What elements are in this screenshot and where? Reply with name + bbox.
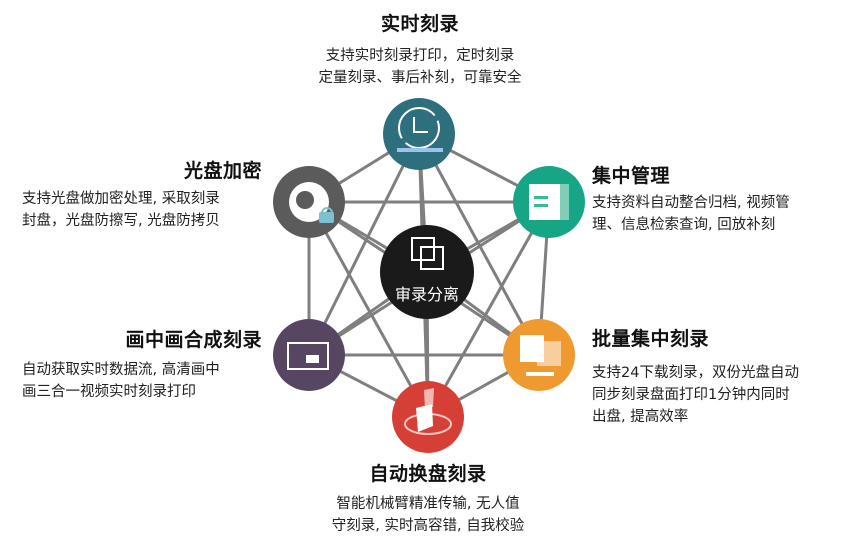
title-batch-burn: 批量集中刻录 [592,328,710,350]
desc-pip-burn-line-1: 自动获取实时数据流, 高清画中 [22,362,220,378]
center-node-circle [380,225,474,319]
desc-realtime-line-1: 支持实时刻录打印，定时刻录 [325,48,515,64]
desc-central-manage-line-1: 支持资料自动整合归档, 视频管 [592,195,790,211]
desc-batch-burn-line-1: 支持24下载刻录，双份光盘自动 [592,365,799,381]
desc-auto-swap-line-1: 智能机械臂精准传输, 无人值 [336,496,520,512]
desc-batch-burn-line-3: 出盘, 提高效率 [592,409,689,425]
text-auto-swap: 自动换盘刻录 智能机械臂精准传输, 无人值 守刻录, 实时高容错, 自我校验 [278,461,578,537]
text-realtime: 实时刻录 支持实时刻录打印，定时刻录 定量刻录、事后补刻，可靠安全 [270,11,570,89]
title-disc-encrypt: 光盘加密 [183,160,262,182]
desc-disc-encrypt-line-2: 封盘，光盘防擦写, 光盘防拷贝 [22,213,220,229]
title-central-manage: 集中管理 [592,165,671,187]
center-label: 审录分离 [394,285,459,304]
desc-disc-encrypt-line-1: 支持光盘做加密处理, 采取刻录 [22,191,220,207]
node-realtime [383,98,455,170]
edge-central-manage-auto-swap [426,201,551,418]
edge-realtime-pip-burn [307,133,421,356]
disc-lock-icon [289,182,334,223]
document-icon [529,184,569,220]
desc-central-manage-line-2: 理、信息检索查询, 回放补刻 [592,217,776,233]
text-central-manage: 集中管理 支持资料自动整合归档, 视频管 理、信息检索查询, 回放补刻 [592,163,852,236]
text-pip-burn: 画中画合成刻录 自动获取实时数据流, 高清画中 画三合一视频实时刻录打印 [0,327,262,403]
edge-realtime-batch-burn [417,133,541,356]
robot-arm-icon [404,388,452,435]
node-disc-encrypt [273,166,345,238]
clock-icon [397,107,443,152]
node-auto-swap [392,381,464,453]
text-batch-burn: 批量集中刻录 支持24下载刻录，双份光盘自动 同步刻录盘面打印1分钟内同时 出盘… [592,326,852,428]
edge-auto-swap-disc-encrypt [307,201,430,418]
desc-auto-swap-line-2: 守刻录, 实时高容错, 自我校验 [331,518,525,534]
picture-in-picture-icon [287,342,329,370]
title-auto-swap: 自动换盘刻录 [369,463,487,485]
center-node [380,225,474,319]
desc-realtime-line-2: 定量刻录、事后补刻，可靠安全 [318,70,522,86]
node-central-manage [513,166,585,238]
stacked-pages-icon [520,335,561,376]
title-pip-burn: 画中画合成刻录 [125,329,262,351]
text-disc-encrypt: 光盘加密 支持光盘做加密处理, 采取刻录 封盘，光盘防擦写, 光盘防拷贝 [0,158,262,232]
desc-batch-burn-line-2: 同步刻录盘面打印1分钟内同时 [592,387,790,403]
overlapping-squares-icon [411,237,444,270]
node-batch-burn [503,319,575,391]
desc-pip-burn-line-2: 画三合一视频实时刻录打印 [22,384,196,400]
node-pip-burn [273,319,345,391]
title-realtime: 实时刻录 [380,13,459,35]
